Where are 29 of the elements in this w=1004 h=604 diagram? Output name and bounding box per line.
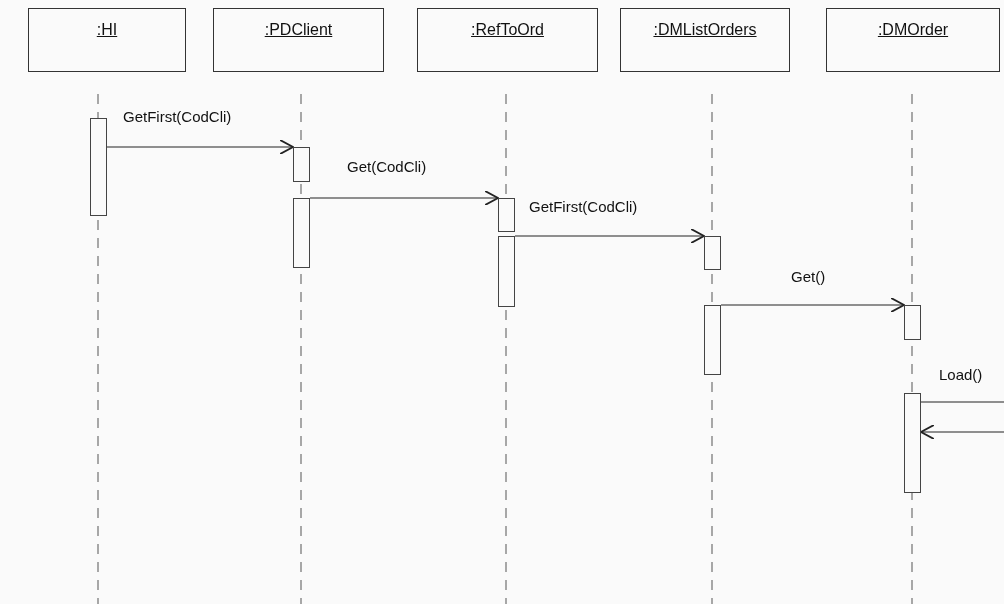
activation-bar <box>704 236 721 270</box>
object-name: :HI <box>96 21 118 39</box>
object-name: :RefToOrd <box>471 21 544 39</box>
activation-bar <box>904 305 921 340</box>
object-box <box>417 8 598 72</box>
object-box <box>826 8 1000 72</box>
activation-bar <box>498 236 515 307</box>
object-name: :DMListOrders <box>653 21 757 39</box>
edge-label: GetFirst(CodCli) <box>122 108 233 125</box>
edge-label: Get(CodCli) <box>346 158 428 175</box>
object-name: :DMOrder <box>877 21 949 39</box>
message-arrow <box>514 228 705 244</box>
edge-label: Get() <box>790 268 827 285</box>
message-arrow <box>309 190 499 206</box>
edge-label: Load() <box>938 366 984 383</box>
activation-bar <box>90 118 107 216</box>
activation-bar <box>704 305 721 375</box>
edge-label: GetFirst(CodCli) <box>528 198 639 215</box>
object-box <box>620 8 790 72</box>
message-arrow <box>106 139 294 155</box>
object-box <box>28 8 186 72</box>
activation-bar <box>904 393 921 493</box>
object-box <box>213 8 384 72</box>
message-arrow <box>720 297 905 313</box>
activation-bar <box>293 147 310 182</box>
activation-bar <box>293 198 310 268</box>
activation-bar <box>498 198 515 232</box>
message-arrow <box>920 424 1004 440</box>
object-name: :PDClient <box>264 21 333 39</box>
